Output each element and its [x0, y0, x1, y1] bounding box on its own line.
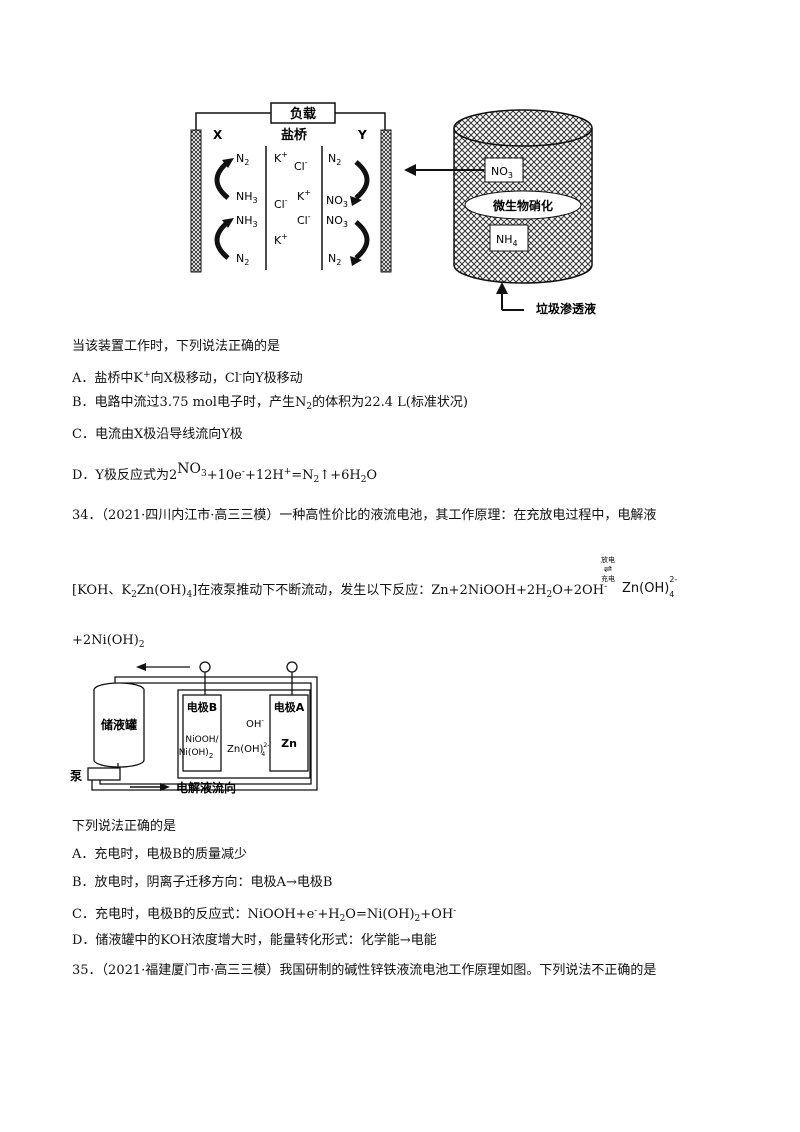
right-curved-arrow-top: [354, 160, 370, 200]
bridge-cl-3: Cl: [297, 214, 308, 227]
oh-label: OH: [246, 719, 261, 730]
niooh-label: NiOOH/: [185, 735, 219, 745]
q33-option-d[interactable]: D．Y极反应式为2NO3+10e-+12H+=N2↑+6H2O: [72, 461, 378, 485]
right-no3-top: NO: [326, 194, 343, 207]
svg-text:NO3: NO3: [491, 165, 513, 180]
q34-option-c[interactable]: C．充电时，电极B的反应式：NiOOH+e-+H2O=Ni(OH)2+OH-: [72, 906, 457, 924]
right-no3-bottom: NO: [326, 214, 343, 227]
right-n2-bottom: N: [328, 252, 336, 265]
tank-nh4: NH: [496, 233, 513, 246]
svg-text:K+: K+: [297, 188, 311, 203]
q33-option-b[interactable]: B．电路中流过3.75 mol电子时，产生N2的体积为22.4 L(标准状况): [72, 395, 468, 412]
svg-text:N2: N2: [236, 252, 249, 267]
q33-stem: 当该装置工作时，下列说法正确的是: [72, 339, 281, 354]
svg-text:NH4: NH4: [496, 233, 518, 248]
q34-option-a[interactable]: A．充电时，电极B的质量减少: [72, 847, 247, 862]
svg-text:Ni(OH)2: Ni(OH)2: [179, 748, 214, 760]
left-n2-top: N: [236, 152, 244, 165]
svg-text:NH3: NH3: [236, 214, 258, 229]
bridge-cl-1: Cl: [294, 160, 305, 173]
q34-stem: 下列说法正确的是: [72, 819, 177, 834]
zn-label: Zn: [281, 737, 297, 750]
q33-option-a[interactable]: A．盐桥中K+向X极移动，Cl-向Y极移动: [72, 370, 303, 386]
pump: [87, 767, 121, 781]
svg-text:Cl-: Cl-: [274, 196, 288, 211]
bridge-k-1: K: [274, 152, 282, 165]
svg-text:K+: K+: [274, 232, 288, 247]
svg-text:Cl-: Cl-: [294, 158, 308, 173]
flow-label: 电解液流向: [176, 780, 236, 795]
zincate-label: Zn(OH): [227, 744, 263, 755]
q34-line1: 34．（2021·四川内江市·高三三模）一种高性价比的液流电池，其工作原理：在充…: [72, 508, 657, 523]
svg-text:NH3: NH3: [236, 190, 258, 205]
q34-line3: +2Ni(OH)2: [72, 633, 145, 650]
q34-zincate: Zn(OH)2-4: [622, 575, 678, 599]
bottom-flow-arrow: [160, 783, 170, 791]
tank-no3: NO: [491, 165, 508, 178]
electrode-a: [269, 694, 309, 772]
load-box: [270, 102, 336, 124]
nioh2-label: Ni(OH): [179, 748, 209, 758]
salt-bridge-label: 盐桥: [281, 127, 308, 143]
leachate-arrow: [496, 282, 508, 294]
pump-label: 泵: [70, 769, 82, 783]
electrode-a-label: 电极A: [274, 700, 305, 714]
figure-nitrification-cell: 负载 盐桥 X Y N2 NH3 NH3 N2 K+ Cl- Cl- K+ Cl…: [190, 102, 596, 316]
svg-text:Cl-: Cl-: [297, 212, 311, 227]
q34-line2: [KOH、K2Zn(OH)4]在液泵推动下不断流动，发生以下反应：Zn+2NiO…: [72, 582, 608, 600]
svg-text:K+: K+: [274, 150, 288, 165]
svg-text:NO3: NO3: [326, 214, 348, 229]
bridge-k-2: K: [297, 190, 305, 203]
svg-text:NO3: NO3: [326, 194, 348, 209]
svg-text:N2: N2: [328, 152, 341, 167]
bridge-k-3: K: [274, 234, 282, 247]
left-nh3-bottom: NH: [236, 214, 253, 227]
discharge-label: 放电: [601, 556, 615, 564]
electrode-x: [190, 129, 202, 273]
electrode-b-label: 电极B: [187, 700, 217, 714]
right-n2-top: N: [328, 152, 336, 165]
leachate-label: 垃圾渗透液: [536, 301, 596, 316]
svg-text:N2: N2: [328, 252, 341, 267]
left-nh3-top: NH: [236, 190, 253, 203]
no3-arrow: [404, 164, 416, 176]
svg-text:N2: N2: [236, 152, 249, 167]
x-label: X: [213, 128, 223, 142]
left-n2-bottom: N: [236, 252, 244, 265]
top-flow-arrow: [136, 663, 146, 671]
left-curved-arrow-bottom: [214, 220, 230, 260]
storage-tank: [93, 690, 145, 768]
nitrification-label: 微生物硝化: [492, 198, 553, 213]
q35-line1: 35．（2021·福建厦门市·高三三模）我国研制的碱性锌铁液流电池工作原理如图。…: [72, 963, 657, 978]
svg-text:OH-: OH-: [246, 717, 264, 730]
q33-option-c[interactable]: C．电流由X极沿导线流向Y极: [72, 427, 243, 442]
bridge-cl-2: Cl: [274, 198, 285, 211]
right-curved-arrow-bottom: [354, 220, 370, 260]
figure-flow-battery: 储液罐 泵 电极B NiOOH/ Ni(OH)2 OH- Zn(OH)2-4 电…: [70, 661, 318, 795]
q34-option-d[interactable]: D．储液罐中的KOH浓度增大时，能量转化形式：化学能→电能: [72, 933, 437, 948]
load-label: 负载: [290, 106, 316, 122]
q34-option-b[interactable]: B．放电时，阴离子迁移方向：电极A→电极B: [72, 875, 333, 890]
svg-text:Zn(OH)2-4: Zn(OH)2-4: [227, 742, 269, 758]
electrode-y: [380, 129, 392, 273]
tank-label: 储液罐: [101, 717, 137, 732]
charge-label: 充电: [601, 575, 615, 583]
electrode-b: [182, 694, 222, 772]
left-curved-arrow-top: [214, 160, 230, 200]
equilibrium-arrow: 放电 ⇌ 充电: [597, 556, 619, 596]
equilibrium-symbol: ⇌: [603, 564, 613, 575]
y-label: Y: [357, 128, 367, 142]
